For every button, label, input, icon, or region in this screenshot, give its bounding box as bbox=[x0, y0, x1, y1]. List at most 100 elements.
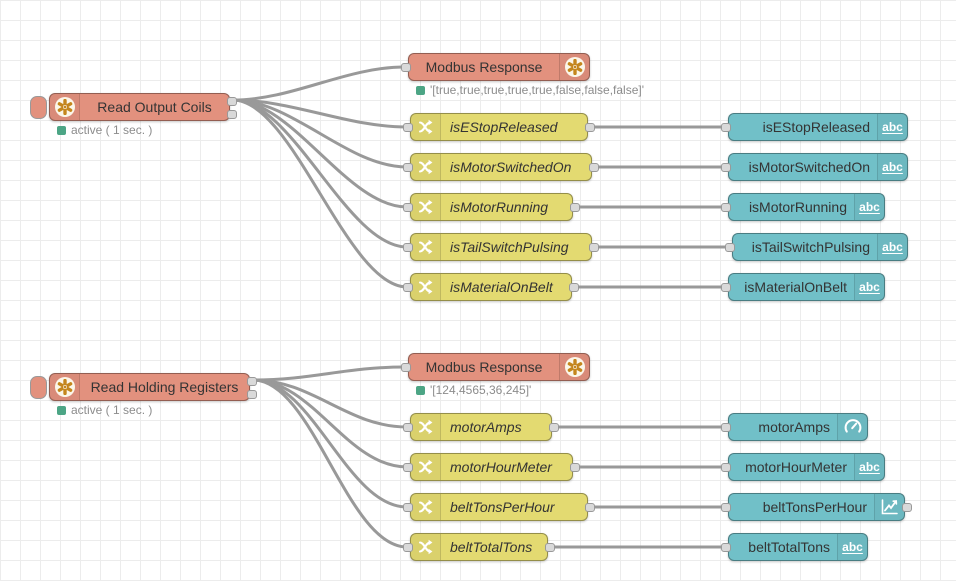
output-port[interactable] bbox=[585, 123, 595, 132]
node-change-isTailSwitchPulsing[interactable]: isTailSwitchPulsing bbox=[403, 233, 599, 261]
wire[interactable] bbox=[231, 98, 409, 209]
status-text: active ( 1 sec. ) bbox=[71, 123, 153, 137]
input-port[interactable] bbox=[721, 203, 731, 212]
text-icon: abc bbox=[854, 194, 884, 220]
node-ui-chart-beltTonsPerHour[interactable]: beltTonsPerHour bbox=[721, 493, 912, 521]
node-label: Modbus Response bbox=[425, 59, 543, 75]
output-port[interactable] bbox=[247, 390, 257, 399]
input-port[interactable] bbox=[721, 163, 731, 172]
node-change-isMotorSwitchedOn[interactable]: isMotorSwitchedOn bbox=[403, 153, 599, 181]
input-port[interactable] bbox=[721, 543, 731, 552]
input-port[interactable] bbox=[401, 363, 411, 372]
node-label: isMaterialOnBelt bbox=[450, 279, 553, 295]
output-port[interactable] bbox=[227, 110, 237, 119]
node-change-motorHourMeter[interactable]: motorHourMeter bbox=[403, 453, 580, 481]
status-text: active ( 1 sec. ) bbox=[71, 403, 153, 417]
input-port[interactable] bbox=[403, 423, 413, 432]
node-label: Read Output Coils bbox=[97, 99, 212, 115]
wire[interactable] bbox=[231, 98, 409, 249]
node-ui-text-motorHourMeter[interactable]: motorHourMeter abc bbox=[721, 453, 885, 481]
node-label: isTailSwitchPulsing bbox=[450, 239, 569, 255]
node-label: beltTotalTons bbox=[748, 539, 830, 555]
node-label: motorAmps bbox=[450, 419, 522, 435]
change-icon bbox=[411, 414, 441, 440]
input-port[interactable] bbox=[403, 503, 413, 512]
output-port[interactable] bbox=[570, 463, 580, 472]
node-label: beltTonsPerHour bbox=[450, 499, 555, 515]
output-port[interactable] bbox=[227, 97, 237, 106]
node-label: isEStopReleased bbox=[450, 119, 558, 135]
status-dot-green bbox=[57, 405, 66, 415]
status-dot-green bbox=[416, 85, 425, 95]
wire[interactable] bbox=[251, 378, 409, 549]
node-modbus-response[interactable]: Modbus Response bbox=[401, 53, 590, 81]
node-ui-text-isMotorRunning[interactable]: isMotorRunning abc bbox=[721, 193, 885, 221]
node-ui-text-isMotorSwitchedOn[interactable]: isMotorSwitchedOn abc bbox=[721, 153, 908, 181]
output-port[interactable] bbox=[549, 423, 559, 432]
node-ui-text-isTailSwitchPulsing[interactable]: isTailSwitchPulsing abc bbox=[725, 233, 908, 261]
modbus-icon bbox=[559, 54, 589, 80]
input-port[interactable] bbox=[403, 203, 413, 212]
node-read-holding-registers[interactable]: Read Holding Registers bbox=[30, 373, 257, 401]
node-change-beltTotalTons[interactable]: beltTotalTons bbox=[403, 533, 555, 561]
node-ui-text-isMaterialOnBelt[interactable]: isMaterialOnBelt abc bbox=[721, 273, 885, 301]
status-dot-green bbox=[416, 385, 425, 395]
node-label: isMaterialOnBelt bbox=[744, 279, 847, 295]
node-label: beltTonsPerHour bbox=[762, 499, 867, 515]
node-label: isMotorSwitchedOn bbox=[748, 159, 870, 175]
node-change-isMotorRunning[interactable]: isMotorRunning bbox=[403, 193, 580, 221]
output-port[interactable] bbox=[585, 503, 595, 512]
input-port[interactable] bbox=[403, 463, 413, 472]
input-port[interactable] bbox=[721, 463, 731, 472]
change-icon bbox=[411, 194, 441, 220]
node-ui-text-beltTotalTons[interactable]: beltTotalTons abc bbox=[721, 533, 868, 561]
output-port[interactable] bbox=[570, 203, 580, 212]
output-port[interactable] bbox=[902, 503, 912, 512]
node-ui-gauge-motorAmps[interactable]: motorAmps bbox=[721, 413, 868, 441]
text-icon: abc bbox=[877, 234, 907, 260]
modbus-icon bbox=[50, 94, 80, 120]
input-port[interactable] bbox=[721, 423, 731, 432]
wire[interactable] bbox=[231, 65, 407, 102]
node-modbus-response-2[interactable]: Modbus Response bbox=[401, 353, 590, 381]
input-port[interactable] bbox=[403, 283, 413, 292]
node-change-motorAmps[interactable]: motorAmps bbox=[403, 413, 559, 441]
output-port[interactable] bbox=[589, 163, 599, 172]
input-port[interactable] bbox=[721, 283, 731, 292]
input-port[interactable] bbox=[403, 123, 413, 132]
text-icon: abc bbox=[877, 154, 907, 180]
wire[interactable] bbox=[231, 98, 409, 289]
node-change-beltTonsPerHour[interactable]: beltTonsPerHour bbox=[403, 493, 595, 521]
change-icon bbox=[411, 454, 441, 480]
node-read-output-coils[interactable]: Read Output Coils bbox=[30, 93, 237, 121]
change-icon bbox=[411, 154, 441, 180]
change-icon bbox=[411, 494, 441, 520]
node-label: motorHourMeter bbox=[450, 459, 552, 475]
inject-button[interactable] bbox=[30, 376, 47, 399]
change-icon bbox=[411, 114, 441, 140]
node-change-isEStopReleased[interactable]: isEStopReleased bbox=[403, 113, 595, 141]
text-icon: abc bbox=[854, 454, 884, 480]
node-label: isMotorRunning bbox=[450, 199, 549, 215]
output-port[interactable] bbox=[569, 283, 579, 292]
wire[interactable] bbox=[251, 365, 407, 382]
text-icon: abc bbox=[837, 534, 867, 560]
output-port[interactable] bbox=[589, 243, 599, 252]
node-change-isMaterialOnBelt[interactable]: isMaterialOnBelt bbox=[403, 273, 579, 301]
input-port[interactable] bbox=[403, 543, 413, 552]
input-port[interactable] bbox=[725, 243, 735, 252]
output-port[interactable] bbox=[247, 377, 257, 386]
input-port[interactable] bbox=[721, 123, 731, 132]
node-ui-text-isEStopReleased[interactable]: isEStopReleased abc bbox=[721, 113, 908, 141]
output-port[interactable] bbox=[545, 543, 555, 552]
input-port[interactable] bbox=[403, 163, 413, 172]
wire[interactable] bbox=[251, 378, 409, 509]
input-port[interactable] bbox=[401, 63, 411, 72]
inject-button[interactable] bbox=[30, 96, 47, 119]
node-label: Modbus Response bbox=[425, 359, 543, 375]
input-port[interactable] bbox=[403, 243, 413, 252]
input-port[interactable] bbox=[721, 503, 731, 512]
node-status: '[124,4565,36,245]' bbox=[416, 383, 531, 397]
status-text: '[true,true,true,true,true,false,false,f… bbox=[430, 83, 645, 97]
